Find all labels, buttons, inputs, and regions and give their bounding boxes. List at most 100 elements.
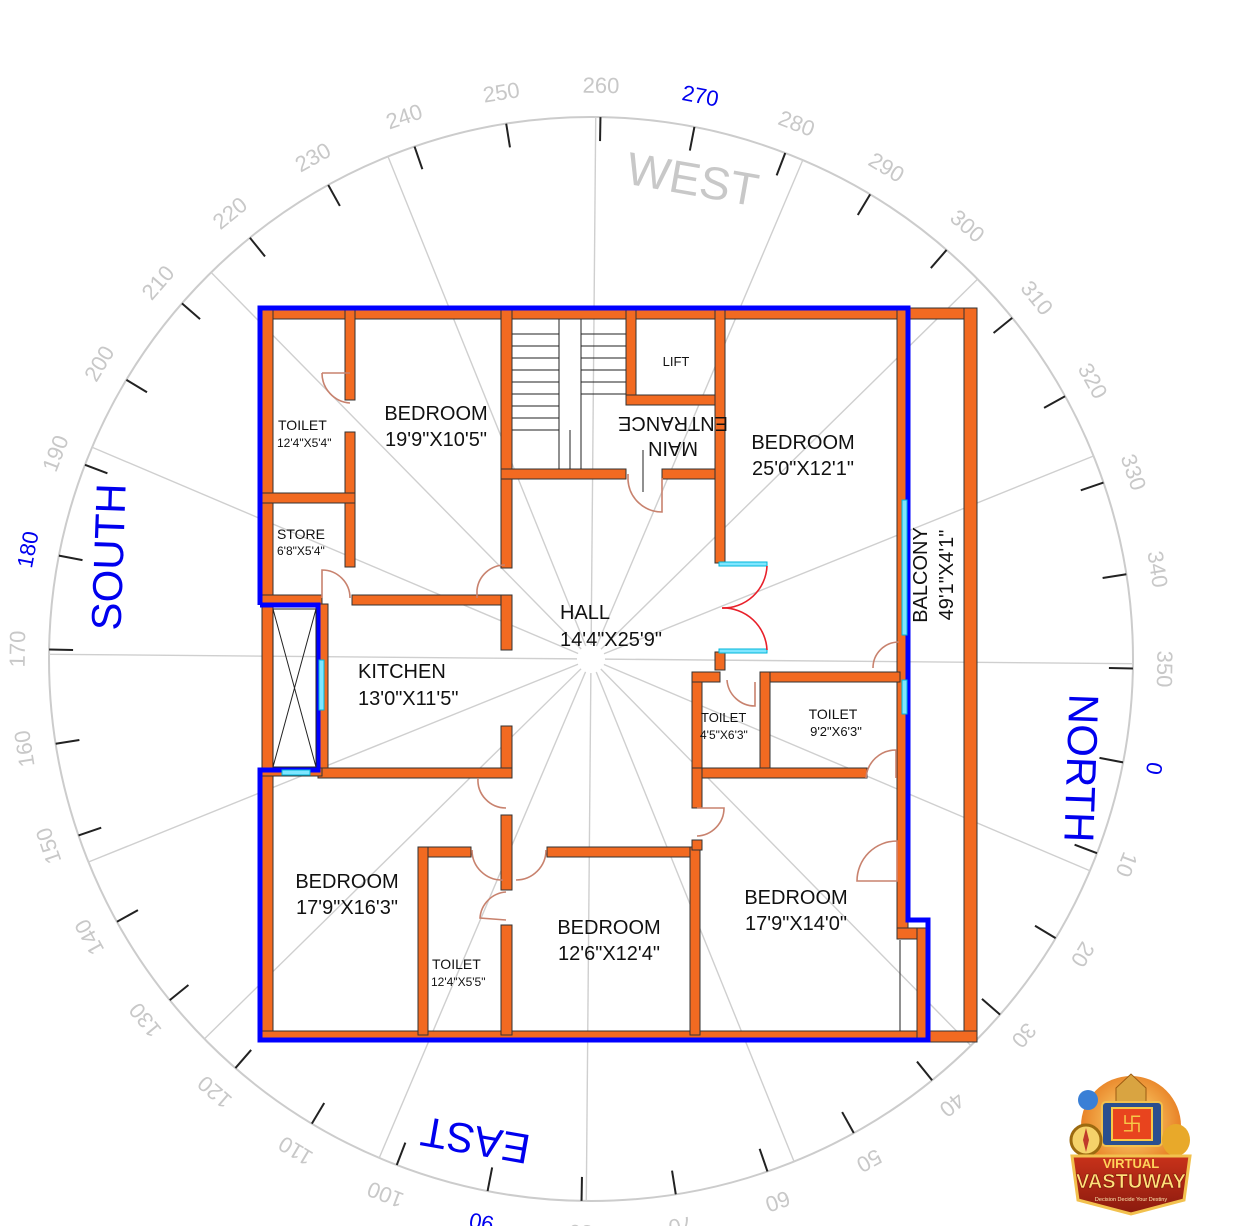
degree-label: 100 (364, 1176, 407, 1212)
direction-label-east: EAST (417, 1108, 533, 1173)
degree-label: 200 (79, 341, 119, 385)
degree-tick (1035, 926, 1056, 938)
main-double-door[interactable] (722, 566, 767, 650)
room-size: 4'5"X6'3" (700, 728, 748, 742)
degree-label: 180 (12, 529, 44, 570)
bedroom-nw-door (477, 565, 505, 598)
radial-division-line (604, 456, 1094, 654)
degree-label: 300 (945, 205, 989, 248)
degree-label: 340 (1142, 549, 1172, 589)
degree-label: 330 (1116, 451, 1152, 494)
room-name: STORE (277, 526, 325, 542)
room-size: 12'4"X5'4" (277, 436, 331, 450)
duct-shaft (273, 609, 316, 767)
bedroom-se-balcony-door (857, 841, 897, 881)
degree-tick (312, 1103, 324, 1124)
degree-label: 10 (1111, 849, 1143, 881)
degree-label: 80 (569, 1220, 594, 1226)
degree-tick (415, 147, 423, 170)
degree-tick (1103, 574, 1127, 578)
degree-label: 320 (1073, 359, 1113, 403)
degree-tick (182, 303, 200, 319)
room-name: HALL (560, 602, 610, 624)
degree-label: 230 (291, 137, 335, 177)
degree-label: 60 (762, 1186, 793, 1218)
ganesha-icon (1162, 1124, 1190, 1156)
degree-tick (982, 999, 1000, 1015)
entrance-line-2: ENTRANCE (618, 412, 728, 434)
main-entrance-label: MAIN ENTRANCE (618, 412, 728, 459)
staircase (512, 319, 643, 492)
degree-tick (931, 250, 947, 268)
degree-tick (506, 124, 510, 148)
degree-label: 260 (582, 73, 619, 99)
bedroom-south-door (516, 850, 546, 880)
entrance-line-1: MAIN (648, 437, 698, 459)
degree-tick (328, 185, 340, 206)
degree-label: 70 (667, 1211, 695, 1226)
degree-label: 350 (1152, 650, 1178, 687)
room-size: 14'4"X25'9" (560, 629, 662, 651)
room-size: 13'0"X11'5" (358, 688, 458, 710)
degree-label: 280 (775, 105, 818, 141)
radial-division-line (591, 117, 596, 645)
degree-tick (672, 1171, 676, 1195)
degree-label: 50 (852, 1144, 886, 1178)
degree-label: 160 (9, 729, 39, 769)
logo-line-2: VASTUWAY (1076, 1171, 1187, 1193)
degree-label: 220 (208, 192, 252, 235)
logo-tagline: Decision Decide Your Destiny (1095, 1197, 1167, 1203)
room-name: TOILET (278, 417, 327, 433)
degree-tick (170, 985, 189, 1000)
degree-tick (85, 465, 107, 474)
degree-tick (488, 1167, 493, 1191)
logo-line-1: VIRTUAL (1103, 1156, 1159, 1171)
globe-icon (1078, 1090, 1098, 1110)
degree-label: 270 (680, 80, 721, 112)
degree-label: 110 (274, 1131, 317, 1170)
degree-tick (842, 1112, 854, 1133)
room-size: 19'9"X10'5" (385, 429, 487, 451)
room-size: 17'9"X16'3" (296, 897, 398, 919)
radial-division-line (379, 672, 585, 1158)
room-size: 25'0"X12'1" (752, 458, 854, 480)
radial-division-line (605, 659, 1133, 664)
degree-tick (1081, 483, 1104, 491)
degree-tick (397, 1143, 406, 1165)
radial-division-line (49, 654, 577, 659)
degree-tick (1075, 845, 1097, 854)
room-name: BALCONY (910, 527, 932, 623)
degree-label: 130 (124, 998, 167, 1042)
direction-label-north: NORTH (1055, 693, 1107, 843)
degree-label: 170 (5, 630, 31, 667)
toilet-south-door-2 (480, 892, 506, 920)
room-size: 12'4"X5'5" (431, 975, 485, 989)
degree-tick (56, 740, 80, 744)
room-name: BEDROOM (557, 917, 660, 939)
degree-tick (126, 380, 147, 392)
degree-label: 150 (31, 824, 67, 867)
degree-tick (1044, 396, 1065, 408)
room-name: BEDROOM (744, 887, 847, 909)
store-door (322, 570, 350, 598)
swastika-icon: 卐 (1122, 1114, 1142, 1136)
degree-label: 20 (1066, 938, 1100, 972)
degree-tick (79, 828, 102, 836)
toilet-east-door (866, 750, 896, 778)
bedroom-ne-balcony-door (873, 642, 899, 668)
degree-tick (690, 127, 695, 151)
virtual-vastuway-logo: 卐 VIRTUAL VASTUWAY Decision Decide Your … (1058, 1068, 1204, 1218)
room-name: TOILET (701, 710, 746, 725)
degree-tick (59, 556, 83, 561)
floorplan: BEDROOM 19'9"X10'5" TOILET 12'4"X5'4" ST… (260, 308, 977, 1042)
room-size: 49'1"X4'1" (936, 530, 958, 621)
room-name: BEDROOM (384, 403, 487, 425)
degree-label: 310 (1016, 276, 1059, 320)
room-name: TOILET (432, 956, 481, 972)
degree-label: 0 (1141, 760, 1168, 777)
room-name: BEDROOM (295, 871, 398, 893)
room-name: TOILET (809, 706, 858, 722)
degree-label: 140 (69, 915, 109, 959)
main-entrance-door (628, 474, 662, 512)
bedroom-se-door (697, 808, 724, 836)
